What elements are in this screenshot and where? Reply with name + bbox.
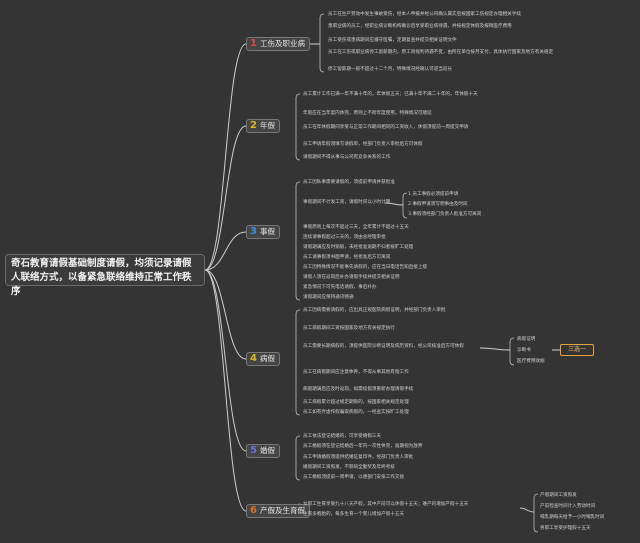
leaf-item[interactable]: 员工受伤或患病期间应遵守医嘱，定期复查并提交相关证明文件	[328, 38, 457, 43]
leaf-item[interactable]: 员工因特殊情况不能事先请假的，应在当日电话告知直接上级	[303, 265, 428, 270]
sub-connector	[479, 347, 511, 351]
branch-label: 产假及生育假	[260, 506, 305, 515]
leaf-item[interactable]: 员工在病假期间应注意休养，不得从事其他有偿工作	[303, 370, 409, 375]
branch3-sub-bracket	[402, 192, 408, 219]
leaf-item[interactable]: 员工请事假须书面申请，经批准后方可离岗	[303, 255, 391, 260]
branch-label: 病假	[260, 354, 275, 363]
branch-label: 婚假	[260, 446, 275, 455]
leaf-item[interactable]: 员工因病需要请假的，应出具正规医院病假证明，并经部门负责人审批	[303, 308, 446, 313]
summary-callout[interactable]: 三选一	[560, 344, 594, 356]
branch-label: 年假	[260, 121, 275, 130]
leaf-item[interactable]: 员工在年休假期间享受与正常工作期间相同的工资收入，休假须提前一周提交申请	[303, 125, 469, 130]
leaf-item[interactable]: 员工累计工作已满一年不满十年的，年休假五天；已满十年不满二十年的，年休假十天	[303, 92, 478, 97]
root-branch-connector	[204, 269, 247, 360]
leaf-item[interactable]: 生育多胞胎的，每多生育一个婴儿增加产假十五天	[303, 512, 405, 517]
leaf-item[interactable]: 病假期满后应及时返岗，如需续假须重新办理请假手续	[303, 387, 414, 392]
leaf-item[interactable]: 员工申请婚假须提供结婚证复印件，经部门负责人审批	[303, 455, 414, 460]
leaf-item[interactable]: 员工依法登记结婚的，可享受婚假三天	[303, 434, 382, 439]
leaf-item[interactable]: 员工婚假须提前一周申请，以便部门安排工作交接	[303, 475, 405, 480]
branch-label: 事假	[260, 227, 275, 236]
leaf-item[interactable]: 停工留薪期一般不超过十二个月，特殊情况经确认可适当延长	[328, 67, 453, 72]
leaf-item[interactable]: 员工申请年假须填写请假单，经部门负责人审批后方可休假	[303, 142, 423, 147]
leaf-item[interactable]: 请假期间应保持通讯畅通	[303, 295, 354, 300]
leaf-item[interactable]: 员工在生产劳动中发生事故受伤，经本人申报并经公司确认属实后按国家工伤规定办理相关…	[328, 12, 521, 17]
branch-number: 6	[250, 505, 257, 516]
sub-leaf-item[interactable]: 诊断书	[517, 348, 531, 353]
leaf-item[interactable]: 员工因私事需要请假的，须提前申请并获批准	[303, 180, 395, 185]
sub-connector	[384, 202, 404, 206]
sub-leaf-item[interactable]: 病假证明	[517, 337, 536, 342]
branch4-bracket	[295, 309, 301, 416]
branch-number: 3	[250, 226, 257, 237]
branch-number: 4	[250, 353, 257, 364]
sub-leaf-item[interactable]: 产前检查时间计入劳动时间	[540, 504, 596, 509]
leaf-item[interactable]: 紧急情况下可先电话请假，事后补办	[303, 285, 377, 290]
branch-number: 5	[250, 445, 257, 456]
leaf-item[interactable]: 事假原则上每次不超过三天，全年累计不超过十五天	[303, 225, 409, 230]
branch6-sub-bracket	[533, 493, 539, 533]
leaf-item[interactable]: 员工需要长期病假的，须提供医院诊断证明及病历资料，经公司核准后方可休假	[303, 344, 464, 349]
leaf-item[interactable]: 患职业病的员工，经职业病诊断机构确诊后享受职业病待遇，并按规定休假及报销医疗费用	[328, 24, 512, 29]
leaf-item[interactable]: 请假期满应及时销假，未经批准逾期不归者按旷工处理	[303, 245, 414, 250]
sub-leaf-item[interactable]: 产假期间工资照发	[540, 493, 577, 498]
branch3-bracket	[295, 181, 301, 301]
leaf-item[interactable]: 年假应在当年度内休完，原则上不跨年度使用，特殊情况可顺延	[303, 111, 432, 116]
leaf-item[interactable]: 婚假期间工资照发，不影响全勤奖及年终考核	[303, 465, 395, 470]
sub-leaf-item[interactable]: 1.员工事假必须提前申请	[408, 192, 459, 197]
root-branch-connector	[204, 269, 247, 512]
sub-leaf-item[interactable]: 医疗费用收据	[517, 359, 545, 364]
branch4-sub-bracket	[509, 337, 515, 366]
leaf-item[interactable]: 员工病假期间工资按国家及地方有关规定执行	[303, 326, 395, 331]
branch-number: 2	[250, 120, 257, 131]
root-branch-connector	[204, 43, 247, 271]
root-branch-connector	[204, 231, 247, 271]
leaf-item[interactable]: 员工病假累计超过规定期限的，按国家相关规定处理	[303, 400, 409, 405]
root-branch-connector	[204, 125, 247, 271]
leaf-item[interactable]: 请假期间不得从事与公司有竞争关系的工作	[303, 155, 391, 160]
leaf-item[interactable]: 连续请事假超过三天的，须由总经理审批	[303, 235, 386, 240]
branch-label: 工伤及职业病	[260, 39, 305, 48]
branch-number: 1	[250, 38, 257, 49]
sub-leaf-item[interactable]: 哺乳期每天给予一小时哺乳时间	[540, 515, 605, 520]
sub-leaf-item[interactable]: 3.事假须经部门负责人批准方可离岗	[408, 212, 482, 217]
root-branch-connector	[204, 269, 247, 452]
branch2-bracket	[295, 93, 301, 161]
branch5-bracket	[295, 435, 301, 481]
branch1-bracket	[319, 13, 325, 73]
sub-leaf-item[interactable]: 男职工享受护理假十五天	[540, 526, 591, 531]
leaf-item[interactable]: 事假期间不计发工资，请假时间以小时计算	[303, 200, 391, 205]
root-topic[interactable]: 奇石教育请假基础制度请假，均须记录请假人联络方式，以备紧急联络维持正常工作秩序	[5, 254, 205, 297]
leaf-item[interactable]: 女职工生育享受九十八天产假，其中产前可以休假十五天；难产的增加产假十五天	[303, 502, 469, 507]
leaf-item[interactable]: 员工在工伤或职业病停工留薪期内，原工资福利待遇不变，由所在单位按月支付，具体执行…	[328, 50, 554, 55]
leaf-item[interactable]: 员工婚假须在登记结婚后一年内一次性休完，逾期视为放弃	[303, 444, 423, 449]
leaf-item[interactable]: 员工如有弄虚作假骗取病假的，一经查实按旷工处理	[303, 410, 409, 415]
sub-connector	[519, 507, 535, 513]
leaf-item[interactable]: 请假人须在返岗后补办请假手续并提交相关证明	[303, 275, 400, 280]
sub-leaf-item[interactable]: 2.事假申请须写明事由及时间	[408, 202, 468, 207]
